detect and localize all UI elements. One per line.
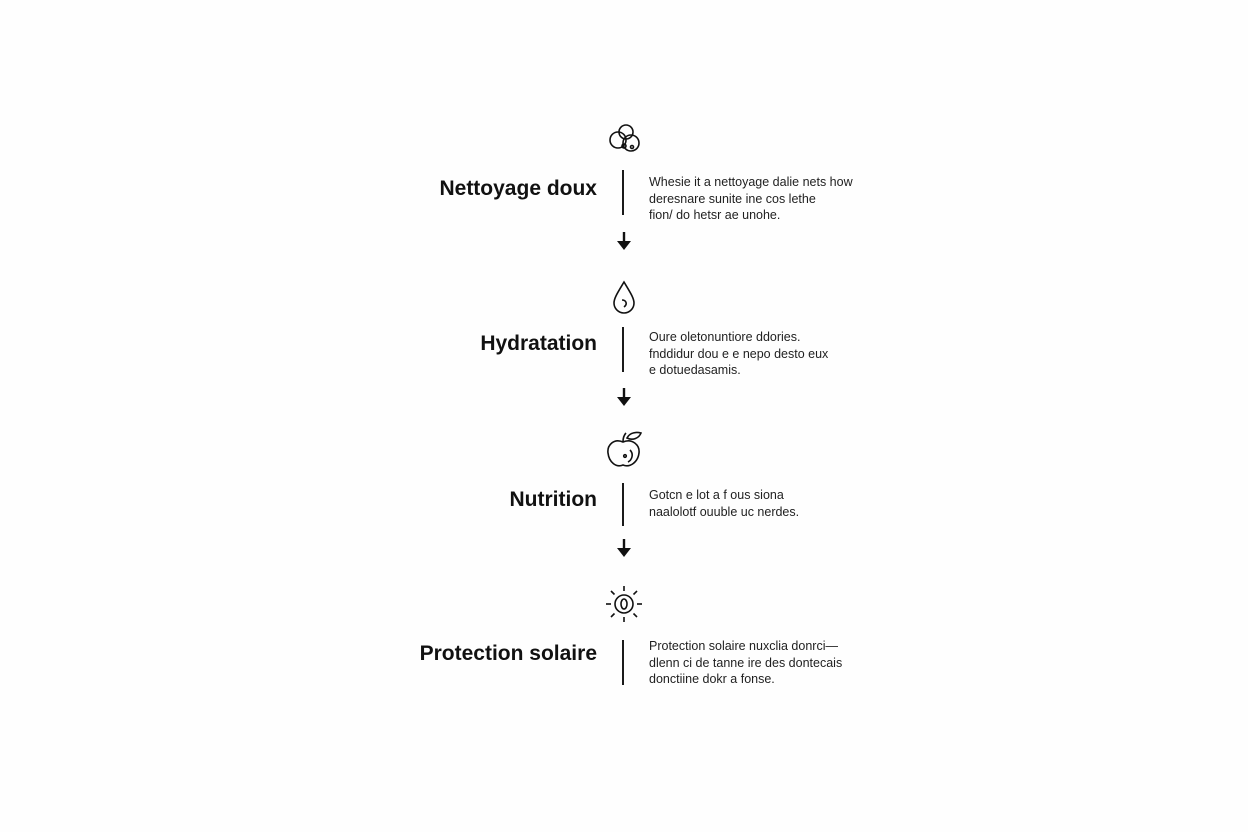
sun-icon (604, 584, 644, 624)
arrow-down-icon (614, 230, 634, 252)
description-line: dlenn ci de tanne ire des dontecais (649, 655, 843, 670)
description-line: fnddidur dou e e nepo desto eux (649, 346, 829, 361)
description-line: Whesie it a nettoyage dalie nets how (649, 175, 853, 189)
water-drop-icon (604, 278, 644, 318)
arrow-down-icon (614, 537, 634, 559)
description-line: deresnare sunite ine cos lethe (649, 191, 816, 206)
step-title-nettoyage: Nettoyage doux (439, 177, 597, 200)
apple-icon (604, 430, 644, 470)
description-line: donctiine dokr a fonse. (649, 672, 775, 686)
description-line: fion/ do hetsr ae unohe. (649, 208, 781, 222)
step-divider (622, 170, 624, 215)
description-line: e dotuedasamis. (649, 363, 741, 377)
step-divider (622, 327, 624, 372)
description-line: naalolotf ouuble uc nerdes. (649, 504, 800, 519)
step-title-protection: Protection solaire (419, 642, 597, 665)
step-description: Oure oletonuntiore ddories. fnddidur dou… (649, 329, 859, 379)
step-title-hydratation: Hydratation (480, 332, 597, 355)
description-line: Protection solaire nuxclia donrci— (649, 639, 838, 653)
step-title-nutrition: Nutrition (509, 488, 597, 511)
step-description: Protection solaire nuxclia donrci— dlenn… (649, 638, 859, 688)
arrow-down-icon (614, 386, 634, 408)
foam-bubbles-icon (604, 120, 644, 160)
step-description: Gotcn e lot a f ous siona naalolotf ouub… (649, 487, 859, 520)
description-line: Gotcn e lot a f ous siona (649, 488, 784, 502)
description-line: Oure oletonuntiore ddories. (649, 330, 801, 344)
step-divider (622, 640, 624, 685)
step-description: Whesie it a nettoyage dalie nets how der… (649, 174, 859, 224)
step-divider (622, 483, 624, 526)
